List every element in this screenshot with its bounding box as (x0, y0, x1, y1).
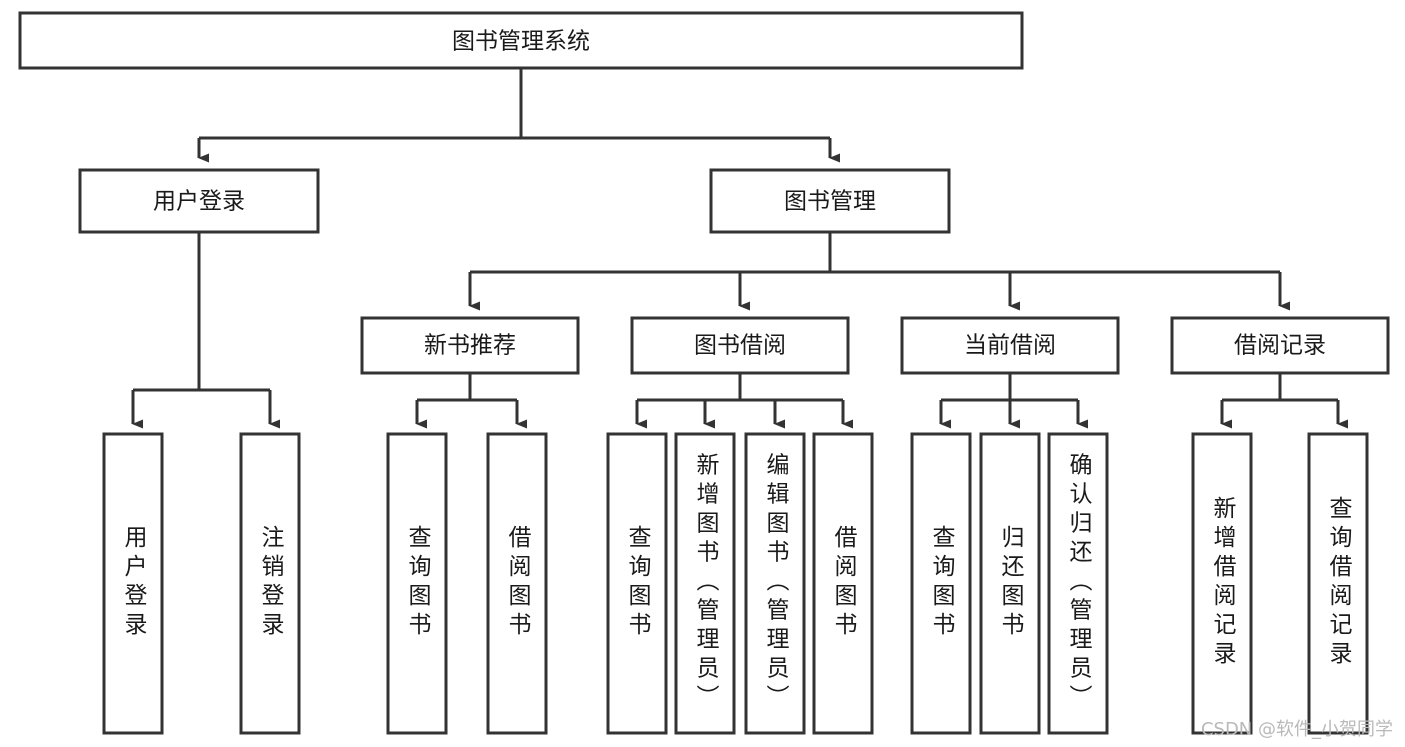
leaf-user-login-0[interactable]: 用户登录 (102, 432, 164, 735)
node-borrow-record-label: 借阅记录 (1234, 333, 1326, 359)
leaf-book-borrow-1[interactable]: 新增图书（管理员） (674, 432, 736, 735)
node-book-borrow[interactable]: 图书借阅 (630, 316, 850, 375)
connector-bookmgmt-to-level3 (468, 232, 1290, 311)
connector-currentborrow-to-leaves (939, 373, 1088, 429)
leaf-book-borrow-2[interactable]: 编辑图书（管理员） (744, 432, 806, 735)
leaf-label: 借阅图书 (830, 525, 858, 641)
leaf-label: 归还图书 (997, 525, 1025, 641)
leaf-user-login-1[interactable]: 注销登录 (239, 432, 301, 735)
node-book-management[interactable]: 图书管理 (709, 168, 951, 234)
node-user-login-label: 用户登录 (153, 189, 245, 215)
leaf-label: 查询图书 (404, 525, 432, 641)
node-root[interactable]: 图书管理系统 (18, 11, 1024, 70)
leaf-book-borrow-3[interactable]: 借阅图书 (812, 432, 874, 735)
leaf-current-borrow-1[interactable]: 归还图书 (979, 432, 1041, 735)
leaf-label: 用户登录 (120, 525, 148, 641)
leaf-label: 借阅图书 (504, 525, 532, 641)
connector-bookborrow-to-leaves (635, 373, 853, 429)
leaf-current-borrow-0[interactable]: 查询图书 (910, 432, 972, 735)
node-current-borrow[interactable]: 当前借阅 (900, 316, 1120, 375)
leaf-label: 查询图书 (624, 525, 652, 641)
node-borrow-record[interactable]: 借阅记录 (1170, 316, 1390, 375)
node-new-book-recommend[interactable]: 新书推荐 (360, 316, 580, 375)
leaf-borrow-record-0[interactable]: 新增借阅记录 (1191, 432, 1253, 735)
node-root-label: 图书管理系统 (452, 29, 590, 55)
leaf-borrow-record-1[interactable]: 查询借阅记录 (1307, 432, 1369, 735)
connector-borrowrecord-to-leaves (1220, 373, 1348, 429)
leaf-new-book-recommend-0[interactable]: 查询图书 (386, 432, 448, 735)
node-book-borrow-label: 图书借阅 (694, 333, 786, 359)
connector-newbook-to-leaves (415, 373, 527, 429)
node-book-management-label: 图书管理 (784, 189, 876, 215)
leaf-current-borrow-2[interactable]: 确认归还（管理员） (1047, 432, 1109, 735)
leaf-label: 确认归还（管理员） (1065, 453, 1093, 714)
node-user-login[interactable]: 用户登录 (78, 168, 320, 234)
leaf-book-borrow-0[interactable]: 查询图书 (606, 432, 668, 735)
connector-userlogin-to-leaves (131, 232, 280, 429)
leaf-label: 新增借阅记录 (1209, 496, 1237, 670)
node-current-borrow-label: 当前借阅 (964, 333, 1056, 359)
node-new-book-recommend-label: 新书推荐 (424, 333, 516, 359)
leaf-label: 新增图书（管理员） (692, 453, 720, 714)
leaf-label: 编辑图书（管理员） (762, 453, 790, 714)
leaf-label: 注销登录 (257, 525, 285, 641)
leaf-label: 查询图书 (928, 525, 956, 641)
leaf-new-book-recommend-1[interactable]: 借阅图书 (486, 432, 548, 735)
leaf-label: 查询借阅记录 (1325, 496, 1353, 670)
connector-root-to-level2 (197, 68, 840, 163)
